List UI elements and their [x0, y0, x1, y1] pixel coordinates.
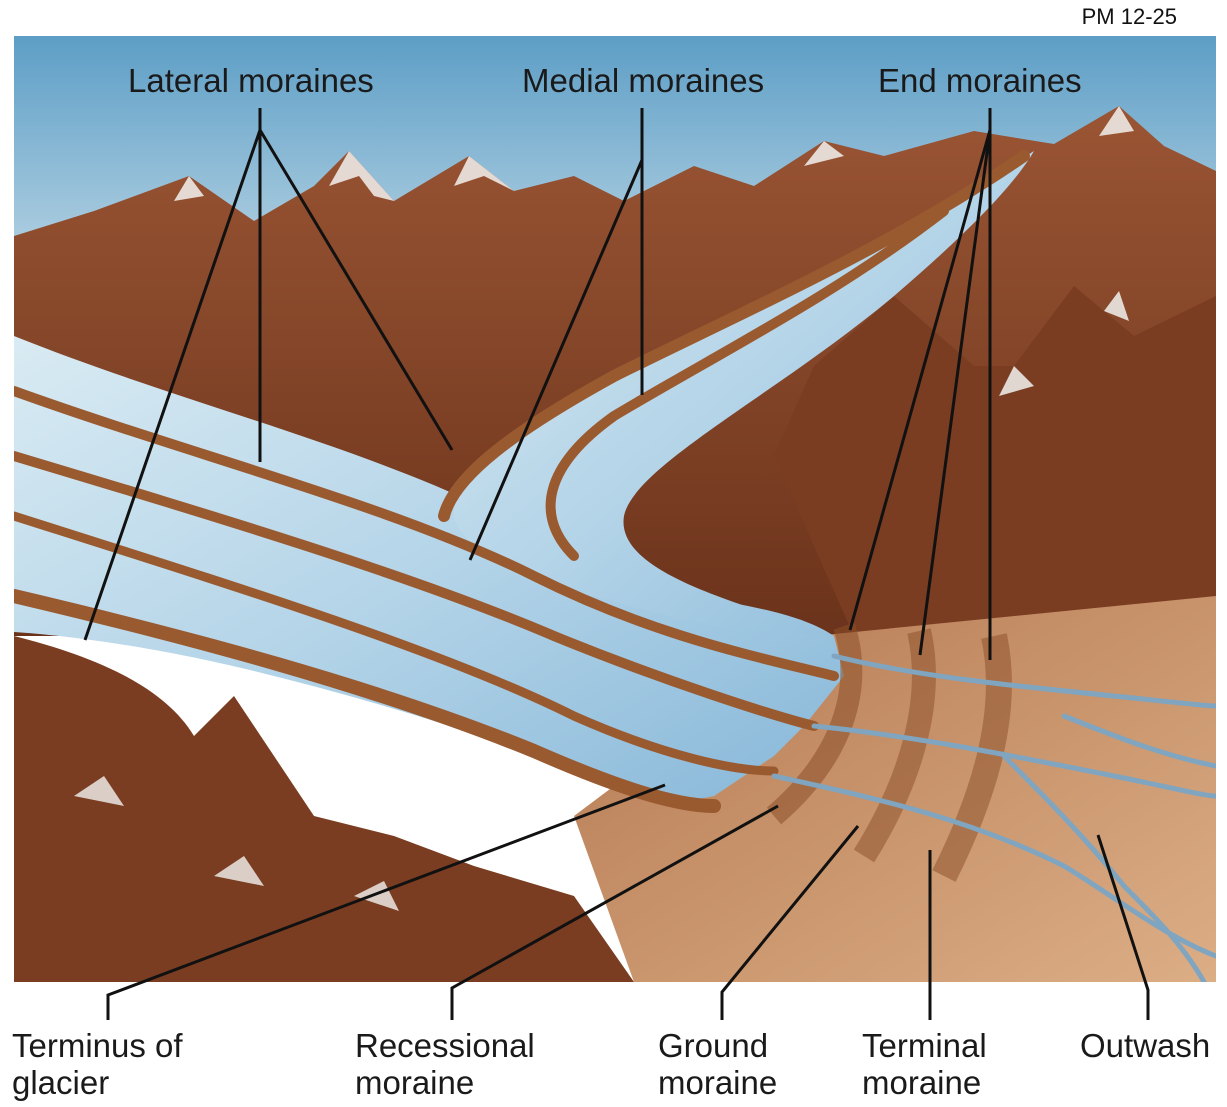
- label-ground-line1: Ground: [658, 1027, 777, 1064]
- label-terminus-of-glacier: Terminus of glacier: [12, 1027, 183, 1101]
- label-outwash: Outwash: [1080, 1027, 1210, 1064]
- label-medial-moraines: Medial moraines: [522, 62, 764, 99]
- figure-id: PM 12-25: [1082, 4, 1177, 30]
- label-terminal-line2: moraine: [862, 1064, 987, 1101]
- label-lateral-moraines: Lateral moraines: [128, 62, 374, 99]
- label-recessional-line2: moraine: [355, 1064, 535, 1101]
- label-end-moraines: End moraines: [878, 62, 1082, 99]
- label-terminus-line1: Terminus of: [12, 1027, 183, 1064]
- label-recessional-line1: Recessional: [355, 1027, 535, 1064]
- label-recessional-moraine: Recessional moraine: [355, 1027, 535, 1101]
- label-ground-moraine: Ground moraine: [658, 1027, 777, 1101]
- label-outwash-line1: Outwash: [1080, 1027, 1210, 1064]
- label-terminus-line2: glacier: [12, 1064, 183, 1101]
- label-terminal-moraine: Terminal moraine: [862, 1027, 987, 1101]
- label-terminal-line1: Terminal: [862, 1027, 987, 1064]
- label-ground-line2: moraine: [658, 1064, 777, 1101]
- glacier-illustration: [14, 36, 1216, 982]
